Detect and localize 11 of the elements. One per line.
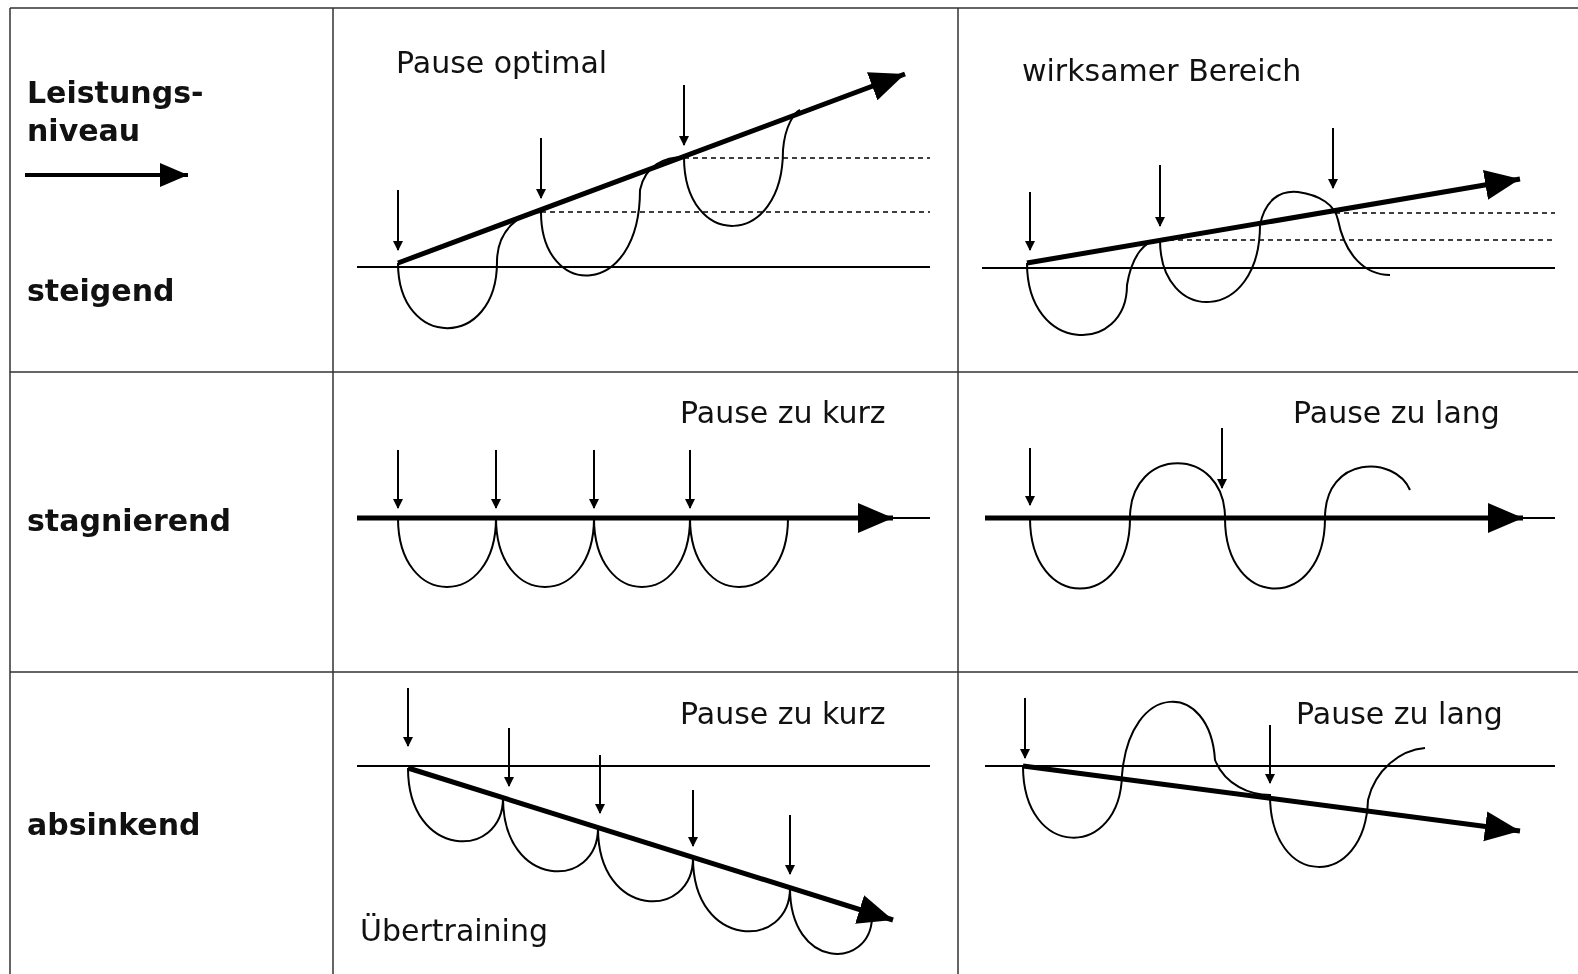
row-label: stagnierend (27, 502, 231, 540)
panel-title: wirksamer Bereich (1022, 52, 1302, 90)
panel-title: Pause zu kurz (680, 394, 886, 432)
panel-title: Pause zu kurz (680, 695, 886, 733)
axis-label: Leistungs- niveau (27, 74, 205, 149)
panel-title: Pause zu lang (1293, 394, 1500, 432)
panel-title: Pause zu lang (1296, 695, 1503, 733)
annotation-text: Übertraining (360, 912, 548, 950)
row-label: steigend (27, 272, 175, 310)
row-label: absinkend (27, 806, 201, 844)
panel-title: Pause optimal (396, 44, 608, 82)
